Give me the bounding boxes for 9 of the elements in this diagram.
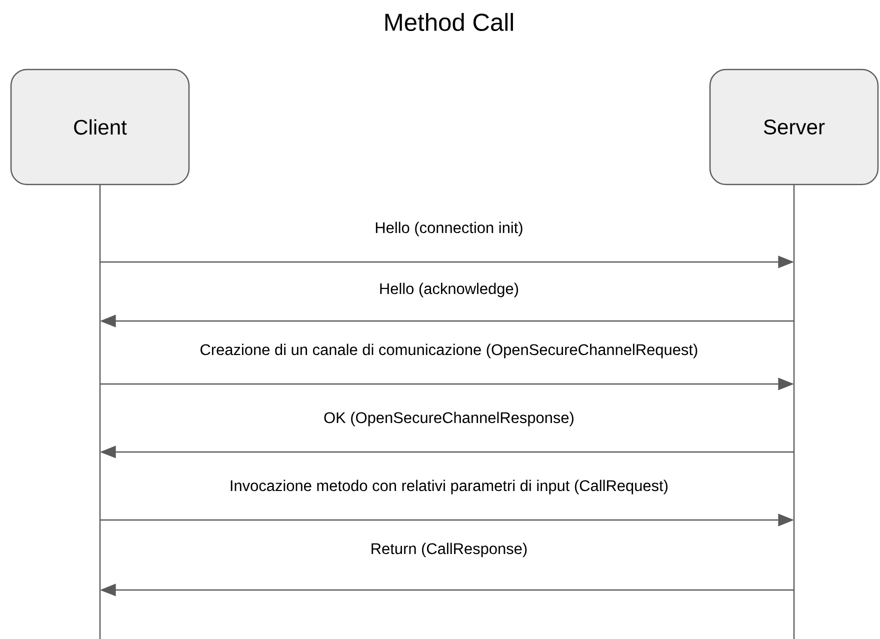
title: Method Call xyxy=(385,12,513,32)
edge-label: Return (CallResponse) xyxy=(368,541,530,559)
participant-box: Server xyxy=(709,68,879,186)
edge-label: Creazione di un canale di comunicazione (OpenSecureChannelRequest) xyxy=(198,342,700,360)
edge-label: OK (OpenSecureChannelResponse) xyxy=(322,410,576,428)
edge-label: Hello (acknowledge) xyxy=(377,281,521,299)
edge-label: Hello (connection init) xyxy=(372,220,526,238)
edge-label: Invocazione metodo con relativi parametri di input (CallRequest) xyxy=(228,478,670,496)
participant-box: Client xyxy=(10,68,190,186)
